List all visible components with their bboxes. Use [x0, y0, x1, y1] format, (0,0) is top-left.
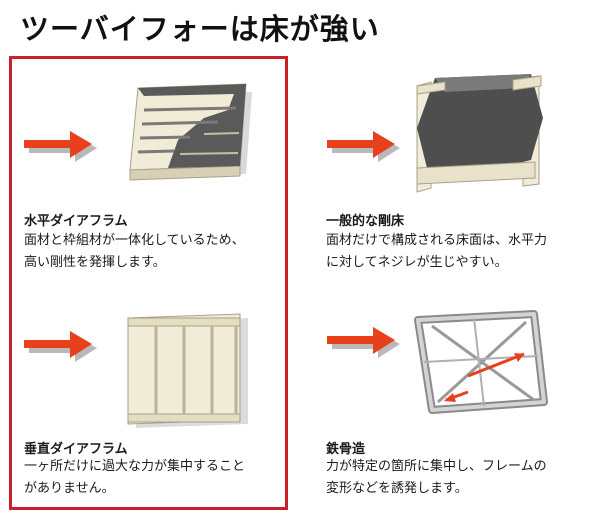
panel-1-title: 水平ダイアフラム [24, 214, 128, 229]
arrow-icon [24, 131, 97, 162]
horizontal-diaphragm-illustration [129, 83, 252, 181]
panel-2-line-2: に対してネジレが生じやすい。 [326, 255, 508, 270]
panel-2-description: 面材だけで構成される床面は、水平力 に対してネジレが生じやすい。 [326, 230, 547, 274]
panel-1-line-2: 高い剛性を発揮します。 [24, 255, 166, 270]
panel-3-line-1: 一ヶ所だけに過大な力が集中すること [24, 459, 246, 474]
steel-frame-illustration [414, 310, 548, 414]
panel-4-line-1: 力が特定の箇所に集中し、フレームの [326, 459, 547, 474]
panel-4-line-2: 変形などを誘発します。 [326, 481, 468, 496]
vertical-diaphragm-illustration [127, 313, 248, 428]
panel-1-description: 面材と枠組材が一体化しているため、 高い剛性を発揮します。 [24, 230, 245, 274]
arrow-icon [327, 131, 400, 162]
panel-3-title: 垂直ダイアフラム [24, 442, 128, 457]
panel-1-line-1: 面材と枠組材が一体化しているため、 [24, 233, 245, 248]
rigid-floor-illustration [416, 74, 543, 193]
arrow-icon [24, 331, 97, 362]
panel-3-line-2: がありません。 [24, 481, 115, 496]
panel-4-title: 鉄骨造 [326, 442, 366, 457]
arrow-icon [327, 327, 400, 358]
highlight-frame [9, 56, 288, 510]
panel-3-description: 一ヶ所だけに過大な力が集中すること がありません。 [24, 456, 245, 500]
page-title: ツーバイフォーは床が強い [20, 12, 380, 46]
panel-4-description: 力が特定の箇所に集中し、フレームの 変形などを誘発します。 [326, 456, 547, 500]
panel-2-title: 一般的な剛床 [326, 214, 405, 229]
panel-2-line-1: 面材だけで構成される床面は、水平力 [326, 233, 548, 248]
